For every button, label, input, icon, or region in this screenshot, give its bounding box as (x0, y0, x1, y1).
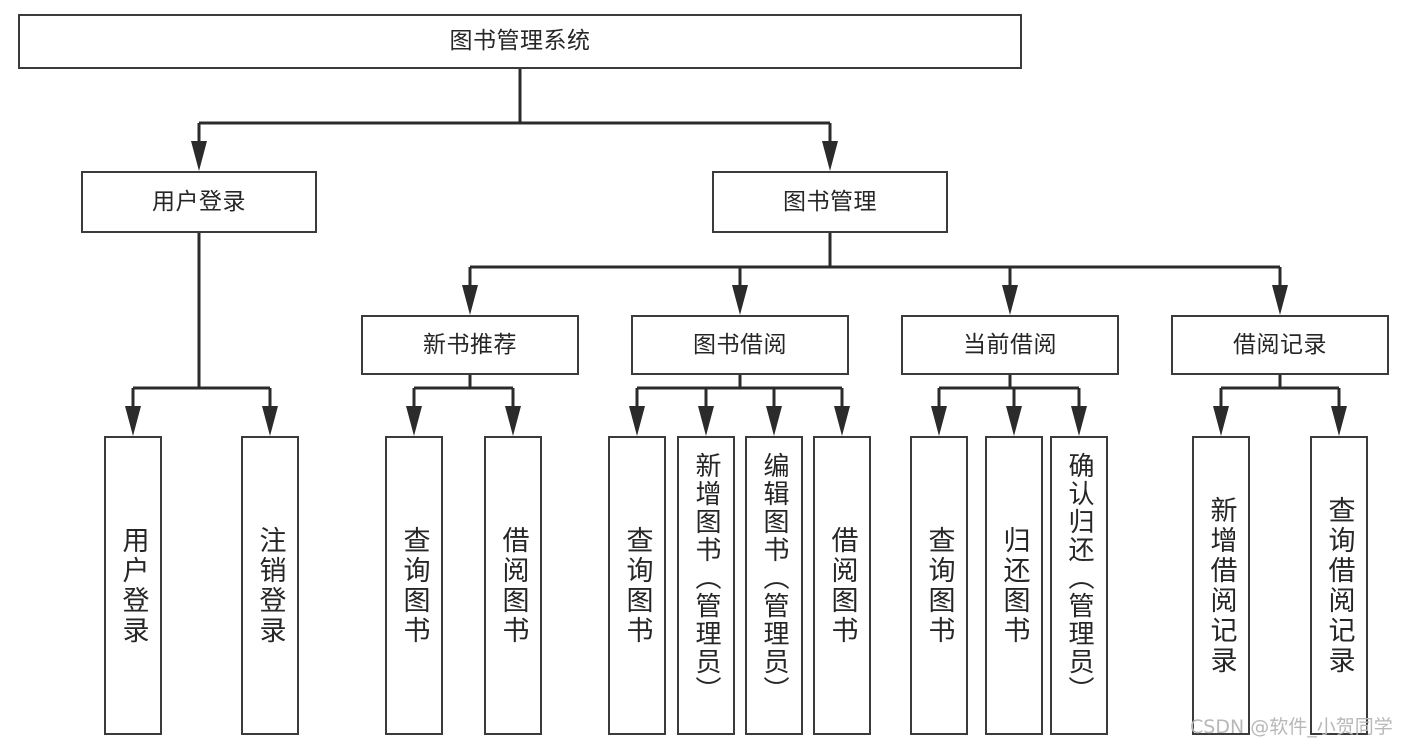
node-borrowing-record[interactable]: 借阅记录 (1171, 315, 1389, 375)
node-leaf-query-borrow-record[interactable]: 查询借阅记录 (1310, 436, 1368, 735)
node-leaf-edit-book-admin[interactable]: 编辑图书（管理员） (745, 436, 803, 735)
node-leaf-borrow-book-recommend[interactable]: 借阅图书 (484, 436, 542, 735)
node-label: 图书借阅 (693, 331, 787, 358)
node-label: 用户登录 (152, 188, 246, 215)
node-label: 查询图书 (621, 525, 653, 646)
node-label: 当前借阅 (963, 331, 1057, 358)
node-label: 图书管理 (783, 188, 877, 215)
node-label: 归还图书 (998, 525, 1030, 646)
node-leaf-query-book-borrow[interactable]: 查询图书 (608, 436, 666, 735)
node-label: 注销登录 (254, 525, 286, 646)
node-leaf-add-book-admin[interactable]: 新增图书（管理员） (677, 436, 735, 735)
node-leaf-query-book-recommend[interactable]: 查询图书 (385, 436, 443, 735)
node-label: 确认归还（管理员） (1064, 452, 1094, 704)
node-label: 新增借阅记录 (1205, 495, 1237, 676)
node-label: 查询图书 (923, 525, 955, 646)
watermark-text: CSDN @软件_小贺同学 (1190, 716, 1393, 738)
node-label: 图书管理系统 (449, 28, 591, 55)
node-label: 借阅图书 (497, 525, 529, 646)
node-label: 借阅记录 (1233, 331, 1327, 358)
node-user-login[interactable]: 用户登录 (81, 171, 317, 233)
node-leaf-borrow-book[interactable]: 借阅图书 (813, 436, 871, 735)
node-leaf-query-book-current[interactable]: 查询图书 (910, 436, 968, 735)
node-leaf-user-login[interactable]: 用户登录 (104, 436, 162, 735)
node-label: 新增图书（管理员） (691, 452, 721, 704)
node-label: 编辑图书（管理员） (759, 452, 789, 704)
node-leaf-logout[interactable]: 注销登录 (241, 436, 299, 735)
node-label: 借阅图书 (826, 525, 858, 646)
node-new-book-recommendation[interactable]: 新书推荐 (361, 315, 579, 375)
node-leaf-confirm-return-admin[interactable]: 确认归还（管理员） (1050, 436, 1108, 735)
node-label: 新书推荐 (423, 331, 517, 358)
node-label: 查询图书 (398, 525, 430, 646)
node-book-borrowing[interactable]: 图书借阅 (631, 315, 849, 375)
node-book-management-system[interactable]: 图书管理系统 (18, 14, 1022, 69)
node-label: 用户登录 (117, 525, 149, 646)
node-book-management[interactable]: 图书管理 (712, 171, 948, 233)
node-label: 查询借阅记录 (1323, 495, 1355, 676)
node-leaf-add-borrow-record[interactable]: 新增借阅记录 (1192, 436, 1250, 735)
node-leaf-return-book[interactable]: 归还图书 (985, 436, 1043, 735)
node-current-borrowing[interactable]: 当前借阅 (901, 315, 1119, 375)
